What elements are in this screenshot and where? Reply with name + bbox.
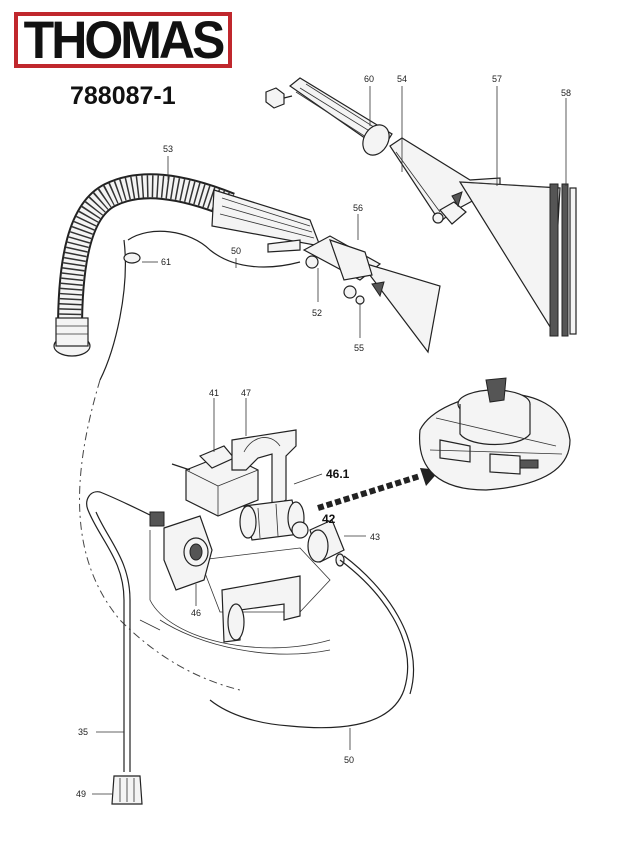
nozzle-nut [265, 87, 285, 109]
label-60: 60 [364, 74, 374, 84]
upholstery-nozzle-assembly [265, 77, 577, 337]
hose-handle-grip [211, 189, 321, 247]
floor-nozzle-assembly [267, 214, 441, 354]
label-57: 57 [492, 74, 502, 84]
cable-35 [86, 491, 165, 805]
label-46-1: 46.1 [326, 467, 350, 481]
label-43: 43 [370, 532, 380, 542]
label-56: 56 [353, 203, 363, 213]
label-46: 46 [191, 608, 201, 618]
label-50-top: 50 [231, 246, 241, 256]
seal-42 [291, 521, 309, 539]
label-35: 35 [78, 727, 88, 737]
label-58: 58 [561, 88, 571, 98]
coupling-assembly [239, 473, 366, 567]
label-49: 49 [76, 789, 86, 799]
spray-cable-bottom-50 [209, 555, 415, 750]
brand-name: THOMAS [23, 10, 226, 70]
tank-head [418, 377, 571, 491]
thomas-logo: THOMAS [14, 12, 232, 68]
label-61: 61 [161, 257, 171, 267]
hose-clip-61 [123, 252, 141, 264]
label-41: 41 [209, 388, 219, 398]
label-52: 52 [312, 308, 322, 318]
nozzle-strip-58 [549, 183, 559, 337]
valve-assembly [171, 398, 297, 517]
spray-cable-top-50 [99, 230, 301, 381]
part-labels: 60 54 57 58 53 56 50 61 52 55 41 47 46.1… [76, 74, 571, 799]
label-55: 55 [354, 343, 364, 353]
nozzle-head-57 [458, 181, 561, 332]
label-50-bottom: 50 [344, 755, 354, 765]
label-47: 47 [241, 388, 251, 398]
spray-hose-53 [53, 156, 321, 357]
label-42: 42 [322, 512, 336, 526]
label-54: 54 [397, 74, 407, 84]
label-53: 53 [163, 144, 173, 154]
model-number: 788087-1 [70, 82, 176, 110]
tank-body [139, 515, 331, 655]
